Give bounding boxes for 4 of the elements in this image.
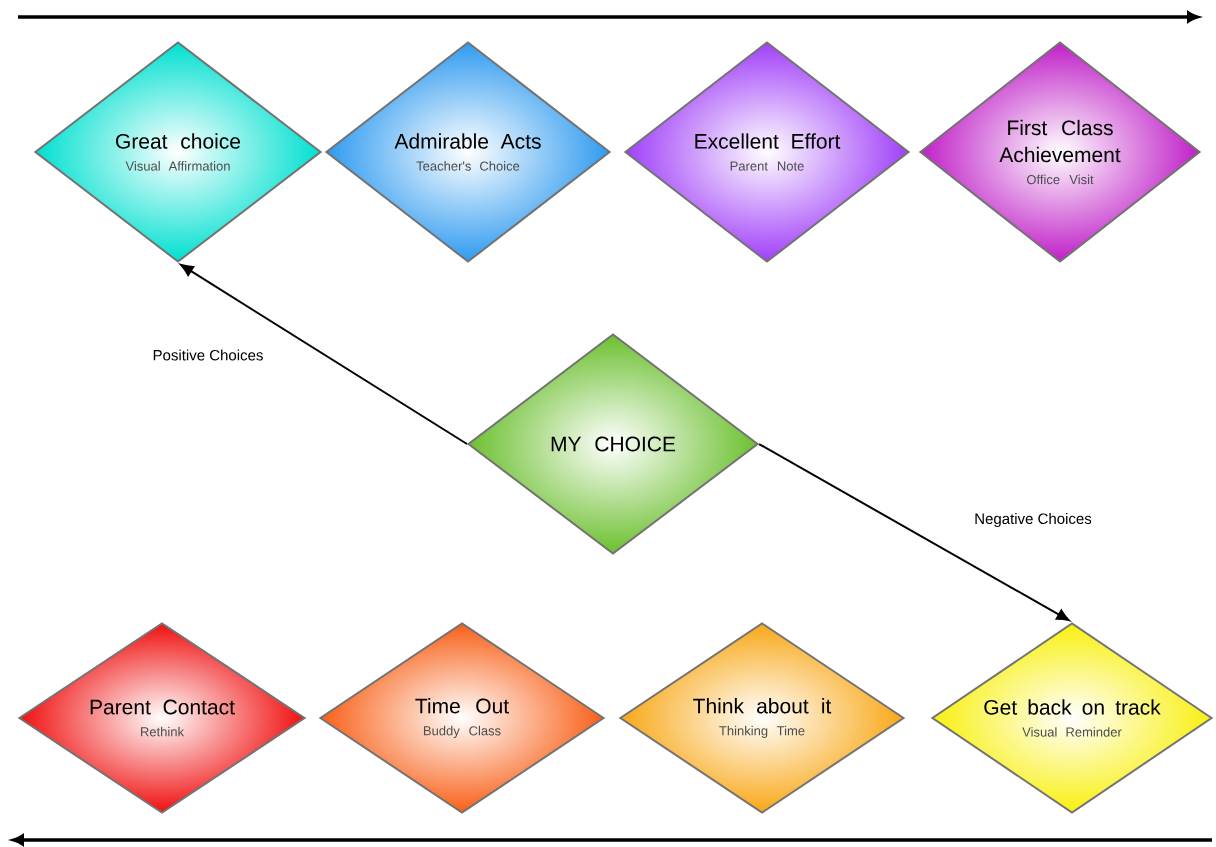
edge-label: Positive Choices xyxy=(150,347,266,363)
arrow xyxy=(758,443,1070,622)
edge-label: Negative Choices xyxy=(972,511,1094,529)
arrow xyxy=(180,264,468,445)
